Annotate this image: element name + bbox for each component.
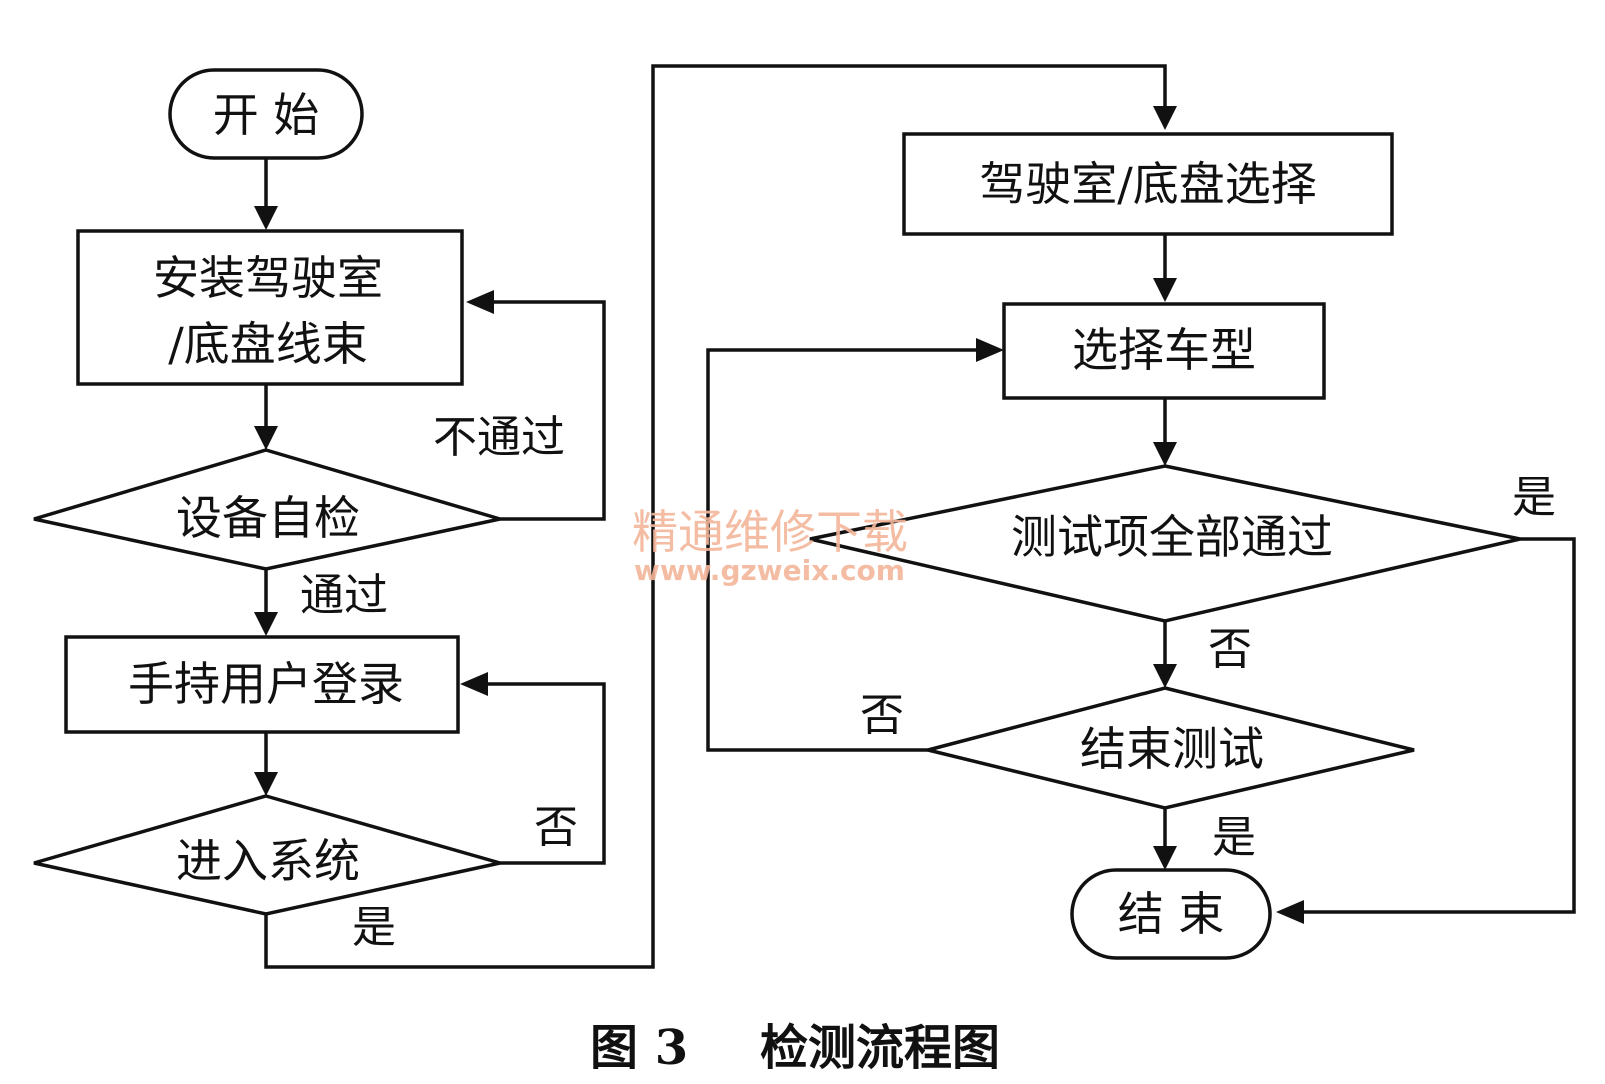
edge-label-allpass-yes: 是 [1512,472,1556,523]
end-label: 结 束 [1118,887,1225,941]
arrowhead-icon [254,612,278,636]
edge-label-enter-no: 否 [534,802,578,853]
install-harness-node [76,229,464,386]
end-node [1070,868,1272,960]
edge-label-selfcheck-pass: 通过 [300,570,388,621]
edge-label-enter-yes: 是 [352,902,396,953]
figure-number: 图 3 [590,1020,688,1076]
arrowhead-icon [1153,278,1177,302]
all-tests-pass-label: 测试项全部通过 [1011,510,1333,564]
arrowhead-icon [1153,442,1177,466]
edge-label-endtest-no: 否 [860,690,904,741]
watermark-text: 精通维修下载 [632,505,908,559]
handheld-login-label: 手持用户登录 [128,657,404,711]
arrowhead-icon [1153,846,1177,870]
arrowhead-icon [460,672,488,696]
arrowhead-icon [466,290,494,314]
arrowhead-icon [1153,106,1177,130]
select-cab-chassis-label: 驾驶室/底盘选择 [979,157,1317,211]
handheld-login-node [64,635,460,734]
select-model-label: 选择车型 [1072,323,1256,377]
start-label: 开 始 [213,88,320,142]
edge-endtest-no [706,348,980,752]
edge-label-endtest-yes: 是 [1212,812,1256,863]
arrowhead-icon [1276,900,1304,924]
edge-enter-yes [264,64,1167,969]
install-harness-label-line1: 安装驾驶室 [153,251,383,305]
arrowhead-icon [254,426,278,450]
install-harness-label-line2: /底盘线束 [168,317,368,371]
arrowhead-icon [254,206,278,230]
arrowhead-icon [1153,664,1177,688]
edge-allpass-yes [1300,537,1576,914]
end-test-label: 结束测试 [1080,722,1264,776]
edge-label-allpass-no: 否 [1208,624,1252,675]
arrowhead-icon [976,338,1004,362]
figure-title: 检测流程图 [760,1020,1000,1076]
arrowhead-icon [254,772,278,796]
edge-selfcheck-fail [490,300,606,521]
edge-enter-no [484,682,606,865]
enter-system-label: 进入系统 [176,834,360,888]
select-model-node [1002,302,1326,400]
self-check-label: 设备自检 [176,491,360,545]
watermark-url: www.gzweix.com [634,554,905,587]
edge-label-selfcheck-fail: 不通过 [433,412,565,463]
select-cab-chassis-node [902,132,1394,236]
